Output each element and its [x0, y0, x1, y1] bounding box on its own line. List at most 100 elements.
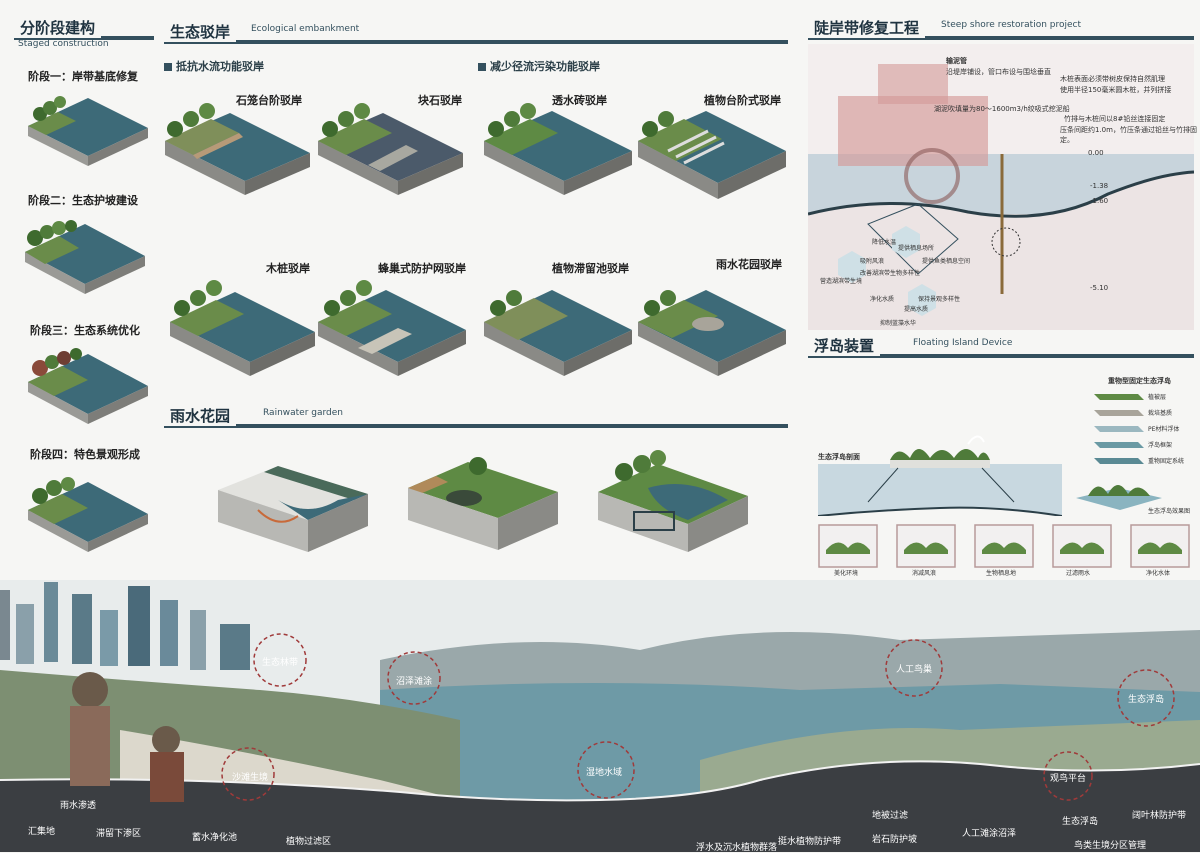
steep-note-1: 沿堤岸铺设，管口布设与围埝垂直 [946, 68, 1051, 76]
staged-title: 分阶段建构 [14, 18, 102, 38]
stage-4-label: 阶段四：特色景观形成 [30, 448, 140, 461]
steep-note-2: 木桩表面必须带树皮保持自然肌理 [1060, 75, 1165, 83]
depth-3: -5.10 [1090, 284, 1109, 292]
stage-1-label: 阶段一：岸带基底修复 [28, 70, 138, 83]
pano-label-8: 岩石防护坡 [872, 835, 918, 845]
stage-4-block [28, 477, 148, 552]
depth-1: -1.38 [1090, 182, 1109, 190]
embankment-4-block [638, 111, 786, 199]
embankment-1-block [165, 103, 310, 195]
pano-label-10: 生态浮岛 [1062, 817, 1099, 827]
embankment-6-label: 蜂巢式防护网驳岸 [378, 262, 466, 275]
pano-label-6: 挺水植物防护带 [778, 837, 842, 847]
island-subtitle: Floating Island Device [910, 338, 1016, 348]
island-layer-1: 栽培基质 [1148, 410, 1173, 417]
eco-header: 生态驳岸 Ecological embankment [164, 22, 788, 48]
flow-1: 吸附风浪 [860, 258, 885, 265]
panorama-scene [0, 580, 1200, 852]
staged-subtitle: Staged construction [18, 39, 109, 49]
eco-title: 生态驳岸 [164, 22, 237, 42]
pano-label-12: 鸟类生境分区管理 [1074, 841, 1147, 851]
pano-label-5: 浮水及沉水植物群落 [696, 843, 778, 853]
embankment-3-block [484, 103, 632, 195]
stage-3-label: 阶段三：生态系统优化 [30, 324, 140, 337]
flow-0: 降低水温 [872, 239, 897, 246]
island-layer-0: 植被层 [1148, 394, 1167, 401]
pano-circle-4: 沙滩生境 [232, 773, 269, 783]
flow-2: 提供栖息场所 [898, 245, 935, 252]
island-effect-image [1076, 485, 1162, 510]
stage-2-block [25, 220, 145, 294]
pano-label-2: 滞留下渗区 [96, 829, 142, 839]
rain-header: 雨水花园 Rainwater garden [164, 406, 788, 432]
stage-3-block [28, 348, 148, 424]
embankment-4-label: 植物台阶式驳岸 [704, 94, 781, 107]
steep-note-5: 竹排与木桩间以8#铅丝连接固定 [1064, 115, 1166, 123]
island-layer-3: 浮岛框架 [1148, 442, 1173, 449]
island-function-3: 过滤雨水 [1066, 570, 1091, 577]
pano-circle-1: 沼泽滩涂 [396, 677, 433, 687]
island-layer-2: PE材料浮体 [1148, 426, 1180, 433]
embankment-5-label: 木桩驳岸 [266, 262, 310, 275]
pano-circle-6: 观鸟平台 [1050, 774, 1087, 784]
steep-note-0: 输泥管 [946, 57, 967, 65]
embankment-8-block [638, 290, 786, 376]
flow-6: 净化水质 [870, 296, 895, 303]
pano-circle-3: 生态浮岛 [1128, 695, 1165, 705]
flow-8: 抑制蓝藻水华 [880, 320, 917, 327]
embankment-3-label: 透水砖驳岸 [552, 94, 607, 107]
embankment-5-block [170, 280, 315, 376]
steep-title: 陡岸带修复工程 [808, 18, 926, 38]
embankment-1-label: 石笼台阶驳岸 [236, 94, 302, 107]
island-function-2: 生物栖息地 [986, 570, 1017, 577]
embankment-2-label: 块石驳岸 [418, 94, 462, 107]
steep-section-diagram [808, 44, 1194, 330]
steep-subtitle: Steep shore restoration project [938, 20, 1085, 30]
pano-label-3: 蓄水净化池 [192, 833, 238, 843]
embankment-2-block [318, 103, 463, 195]
pano-label-1: 汇集地 [28, 827, 56, 837]
pano-label-9: 人工滩涂沼泽 [962, 829, 1017, 839]
flow-5: 改善湖滨带生物多样性 [860, 270, 921, 277]
pano-circle-2: 人工鸟巢 [896, 665, 933, 675]
pano-label-11: 阔叶林防护带 [1132, 811, 1187, 821]
embankment-8-label: 雨水花园驳岸 [716, 258, 782, 271]
staged-header: 分阶段建构 [14, 18, 154, 44]
flow-3: 提供鱼类栖息空间 [922, 258, 971, 265]
flow-9: 提高水质 [904, 306, 929, 313]
steep-header: 陡岸带修复工程 Steep shore restoration project [808, 18, 1194, 44]
embankment-7-block [484, 290, 632, 376]
pano-circle-0: 生态林带 [262, 658, 299, 668]
flow-7: 保持景观多样性 [918, 296, 961, 303]
island-function-4: 净化水体 [1146, 570, 1171, 577]
pano-label-0: 雨水渗透 [60, 801, 97, 811]
depth-2: -1.60 [1090, 197, 1109, 205]
steep-note-6: 压条间距约1.0m，竹压条通过铅丝与竹排固定。 [1060, 126, 1197, 144]
rain-garden-3 [598, 450, 748, 552]
island-functions-frames [818, 524, 1190, 568]
eco-group-2: 减少径流污染功能驳岸 [478, 58, 600, 74]
depth-0: 0.00 [1088, 149, 1104, 157]
rain-subtitle: Rainwater garden [260, 408, 347, 418]
island-section-label: 生态浮岛剖面 [818, 453, 860, 461]
island-section [818, 435, 1062, 516]
pano-label-7: 地被过滤 [872, 811, 909, 821]
eco-group-1: 抵抗水流功能驳岸 [164, 58, 264, 74]
pano-circle-5: 湿地水域 [586, 768, 623, 778]
embankment-6-block [318, 280, 466, 376]
embankment-7-label: 植物滞留池驳岸 [552, 262, 629, 275]
stage-2-label: 阶段二：生态护坡建设 [28, 194, 138, 207]
pano-label-4: 植物过滤区 [286, 837, 332, 847]
rain-garden-1 [218, 466, 368, 552]
eco-subtitle: Ecological embankment [248, 24, 363, 34]
rain-garden-2 [408, 457, 558, 550]
flow-4: 营造湖滨带生境 [820, 278, 863, 285]
stage-1-block [28, 96, 148, 166]
rain-title: 雨水花园 [164, 406, 237, 426]
island-effect-label: 生态浮岛效果图 [1148, 508, 1191, 515]
island-title: 浮岛装置 [808, 336, 881, 356]
steep-note-4: 湖泥吹填量为80～1600m3/h绞吸式挖泥船 [934, 105, 1070, 113]
island-layer-4: 重物固定系统 [1148, 458, 1185, 465]
island-function-0: 美化环境 [834, 570, 859, 577]
steep-note-3: 使用半径150毫米圆木桩，并列拼接 [1060, 86, 1172, 94]
